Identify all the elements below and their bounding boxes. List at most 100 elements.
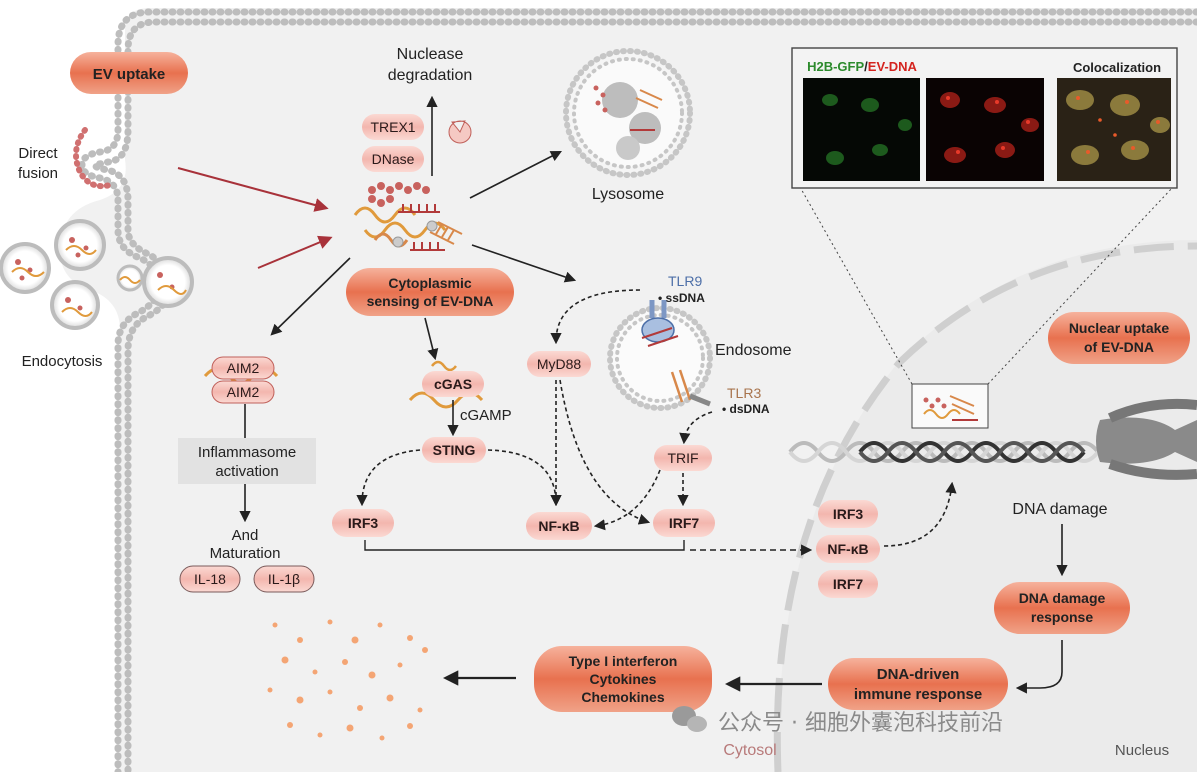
svg-text:Nuclear uptake: Nuclear uptake — [1069, 320, 1170, 336]
aim2-arrow — [270, 257, 351, 336]
zoom-line-right — [987, 186, 1174, 385]
micro-coloc-label: Colocalization — [1073, 60, 1161, 75]
nuclease-enzyme-icon — [448, 120, 472, 144]
svg-text:TRIF: TRIF — [667, 450, 698, 466]
lysosome — [563, 48, 693, 178]
fusion-membrane-patch — [73, 127, 113, 190]
nucleus-label: Nucleus — [1115, 742, 1169, 759]
endosome — [607, 300, 713, 411]
micro-h2b-label: H2B-GFP/EV-DNA — [807, 59, 917, 74]
svg-text:公众号 · 细胞外囊泡科技前沿: 公众号 · 细胞外囊泡科技前沿 — [718, 711, 1003, 736]
il18-pill: IL-18 — [179, 565, 241, 593]
svg-text:AIM2: AIM2 — [227, 360, 260, 376]
svg-text:IRF7: IRF7 — [669, 515, 700, 531]
lysosome-label: Lysosome — [592, 186, 664, 203]
fusion-label-2: fusion — [18, 165, 58, 182]
dna-driven-immune-response-pill: DNA-driven immune response — [828, 658, 1008, 710]
microscopy-panel: H2B-GFP/EV-DNA Colocalization — [791, 47, 1178, 189]
trif-nfkb-arrow — [593, 469, 661, 531]
nuclear-uptake-pill: Nuclear uptake of EV-DNA — [1048, 312, 1190, 364]
ev-uptake-pill: EV uptake — [70, 52, 188, 94]
ssdna-label: • ssDNA — [658, 291, 705, 305]
nuclear-ev-dna-box — [911, 383, 989, 429]
svg-text:IRF7: IRF7 — [833, 576, 864, 592]
svg-text:Chemokines: Chemokines — [581, 689, 664, 705]
cgas-pill: cGAS — [422, 371, 484, 397]
aim2-pill-bottom: AIM2 — [211, 380, 275, 404]
dna-damage-label: DNA damage — [1012, 501, 1107, 518]
tlr3-label: TLR3 — [727, 385, 761, 401]
dnase-pill: DNase — [362, 146, 424, 172]
dna-damage-response-pill: DNA damage response — [994, 582, 1130, 634]
svg-text:IRF3: IRF3 — [348, 515, 379, 531]
tf-bracket — [364, 540, 685, 551]
irf3-left-pill: IRF3 — [332, 509, 394, 537]
ev-dna-cluster — [353, 182, 463, 251]
svg-text:DNA-driven: DNA-driven — [877, 666, 960, 683]
il1b-pill: IL-1β — [253, 565, 315, 593]
myd88-pill: MyD88 — [527, 351, 591, 377]
chromatin — [788, 398, 1197, 480]
nfkb-center-pill: NF-κB — [526, 512, 592, 540]
cgamp-label: cGAMP — [460, 407, 512, 424]
sting-irf3-arrow — [356, 449, 421, 507]
trif-pill: TRIF — [654, 445, 712, 471]
svg-text:DNA damage: DNA damage — [1019, 590, 1106, 606]
svg-text:of EV-DNA: of EV-DNA — [1084, 339, 1154, 355]
nuclease-label-2: degradation — [388, 67, 473, 84]
svg-text:TREX1: TREX1 — [370, 119, 415, 135]
svg-text:Cytoplasmic: Cytoplasmic — [388, 275, 471, 291]
lysosome-arrow — [469, 150, 562, 199]
svg-text:Type I interferon: Type I interferon — [569, 653, 678, 669]
svg-text:IRF3: IRF3 — [833, 506, 864, 522]
svg-text:activation: activation — [215, 463, 278, 480]
irf7-right-pill: IRF7 — [818, 570, 878, 598]
and-label: And — [232, 527, 259, 544]
irf3-right-pill: IRF3 — [818, 500, 878, 528]
svg-text:response: response — [1031, 609, 1093, 625]
cytosol-label: Cytosol — [723, 742, 776, 759]
svg-text:cGAS: cGAS — [434, 376, 472, 392]
direct-label-1: Direct — [18, 145, 58, 162]
sting-nfkb-arrow — [487, 449, 562, 507]
nuclease-label-1: Nuclease — [397, 46, 464, 63]
tlr9-myd88-arrow — [550, 289, 641, 345]
nuclear-envelope — [773, 242, 1197, 772]
watermark: 公众号 · 细胞外囊泡科技前沿 — [672, 706, 1003, 736]
endosome-arrow — [471, 244, 577, 283]
aim2-pill-top: AIM2 — [211, 356, 275, 380]
maturation-label: Maturation — [210, 545, 281, 562]
svg-text:Cytokines: Cytokines — [590, 671, 657, 687]
svg-text:DNase: DNase — [372, 151, 415, 167]
fusion-uptake-arrow — [177, 167, 329, 212]
nucleus-area — [779, 240, 1197, 772]
tlr9-label: TLR9 — [668, 273, 702, 289]
svg-text:MyD88: MyD88 — [537, 356, 582, 372]
endocytosis-uptake-arrow — [257, 235, 333, 269]
cgas-dna-strand-small — [431, 360, 457, 372]
svg-text:NF-κB: NF-κB — [538, 518, 579, 534]
trex1-pill: TREX1 — [362, 114, 424, 140]
tlr3-trif-arrow — [679, 411, 713, 445]
cgas-arrow — [424, 317, 439, 361]
endosome-label: Endosome — [715, 342, 792, 359]
tlr9-receptor-icon — [649, 300, 667, 318]
type-i-ifn-pill: Type I interferon Cytokines Chemokines — [534, 646, 712, 712]
svg-text:IL-1β: IL-1β — [268, 571, 300, 587]
ddr-immune-arrow — [1015, 640, 1063, 694]
dsdna-label: • dsDNA — [722, 402, 770, 416]
svg-text:Inflammasome: Inflammasome — [198, 444, 296, 461]
nfkb-right-pill: NF-κB — [816, 535, 880, 563]
sting-pill: STING — [422, 437, 486, 463]
svg-text:STING: STING — [433, 442, 476, 458]
irf7-center-pill: IRF7 — [653, 509, 715, 537]
wechat-icon — [672, 706, 707, 732]
secreted-cytokines — [267, 619, 428, 741]
svg-text:AIM2: AIM2 — [227, 384, 260, 400]
svg-text:immune response: immune response — [854, 686, 982, 703]
endocytosis-label: Endocytosis — [22, 353, 103, 370]
myd88-irf7-arrow — [559, 379, 651, 525]
tf-chromatin-arrow — [883, 481, 957, 547]
